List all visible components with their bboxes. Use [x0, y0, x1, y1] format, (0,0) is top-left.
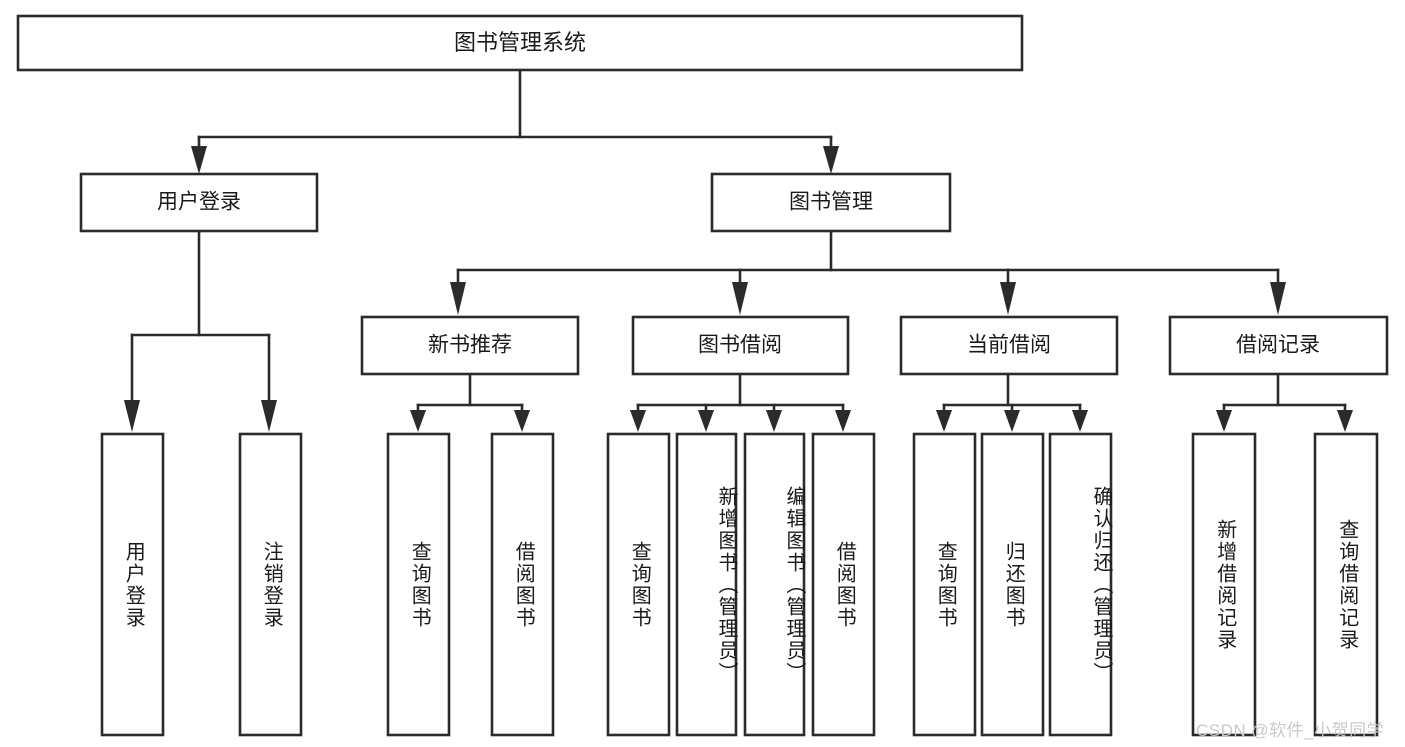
connector-group-borrow-record	[1216, 372, 1353, 432]
arrow-head-bookborrow-l3	[766, 410, 782, 432]
arrow-head-newbook-l1	[410, 410, 426, 432]
arrow-head-current-borrow	[1000, 282, 1016, 315]
leaf-box-book-borrow-1[interactable]	[675, 432, 738, 737]
leaf-box-book-borrow-3[interactable]	[811, 432, 876, 737]
connector-group-current-borrow	[936, 372, 1088, 432]
arrow-head-new-book	[450, 282, 466, 315]
connector-group-root	[191, 68, 839, 174]
connector-group-bookmgmt	[450, 229, 1286, 315]
node-borrow-record-label: 借阅记录	[1236, 334, 1320, 357]
leaf-box-user-login-0[interactable]	[100, 432, 165, 737]
node-root-label: 图书管理系统	[454, 30, 586, 55]
leaf-box-new-book-0[interactable]	[386, 432, 451, 737]
node-book-borrow-label: 图书借阅	[698, 334, 782, 357]
leaf-box-new-book-1[interactable]	[490, 432, 555, 737]
arrow-head-borrowrecord-l1	[1216, 410, 1232, 432]
connector-group-userlogin	[124, 229, 277, 432]
arrow-head-bookmgmt	[823, 146, 839, 174]
leaf-box-book-borrow-2[interactable]	[743, 432, 806, 737]
arrow-head-userlogin-leaf2	[261, 400, 277, 432]
node-new-book-recommend-label: 新书推荐	[428, 334, 512, 357]
leaf-box-user-login-1[interactable]	[238, 432, 303, 737]
arrow-head-borrow-record	[1270, 282, 1286, 315]
node-root[interactable]	[16, 14, 1024, 72]
arrow-head-currentborrow-l2	[1004, 410, 1020, 432]
arrow-head-currentborrow-l3	[1072, 410, 1088, 432]
arrow-head-borrowrecord-l2	[1337, 410, 1353, 432]
leaf-box-current-borrow-0[interactable]	[912, 432, 977, 737]
leaf-box-borrow-record-1[interactable]	[1313, 432, 1379, 737]
csdn-watermark: CSDN @软件_小贺同学	[1196, 721, 1385, 740]
leaf-box-book-borrow-0[interactable]	[606, 432, 671, 737]
leaf-box-borrow-record-0[interactable]	[1191, 432, 1257, 737]
arrow-head-userlogin-leaf1	[124, 400, 140, 432]
arrow-head-currentborrow-l1	[936, 410, 952, 432]
connector-group-book-borrow	[630, 372, 851, 432]
leaf-box-current-borrow-2[interactable]	[1048, 432, 1113, 737]
arrow-head-newbook-l2	[514, 410, 530, 432]
arrow-head-bookborrow-l4	[835, 410, 851, 432]
node-new-book-recommend[interactable]	[360, 315, 580, 376]
leaf-box-current-borrow-1[interactable]	[980, 432, 1045, 737]
node-current-borrow-label: 当前借阅	[967, 334, 1051, 357]
arrow-head-book-borrow	[732, 282, 748, 315]
connector-group-new-book	[410, 372, 530, 432]
arrow-head-bookborrow-l2	[698, 410, 714, 432]
arrow-head-bookborrow-l1	[630, 410, 646, 432]
node-book-management-label: 图书管理	[789, 191, 873, 214]
node-book-borrow[interactable]	[631, 315, 850, 376]
node-book-management[interactable]	[710, 172, 952, 233]
node-borrow-record[interactable]	[1168, 315, 1389, 376]
node-current-borrow[interactable]	[899, 315, 1119, 376]
arrow-head-userlogin	[191, 146, 207, 174]
node-user-login-label: 用户登录	[157, 191, 241, 214]
node-user-login[interactable]	[79, 172, 319, 233]
